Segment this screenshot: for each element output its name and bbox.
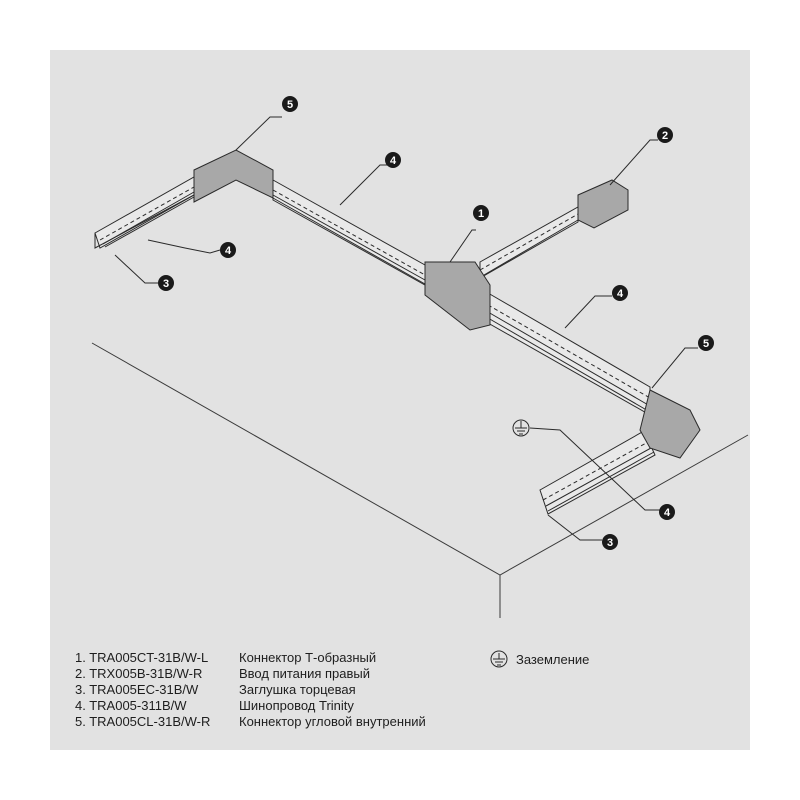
track-segment-long [487, 292, 651, 416]
legend-item: 4. TRA005-311B/W Шинопровод Trinity [75, 698, 426, 714]
ground-legend: Заземление [490, 650, 589, 668]
callout-markers: 5 4 1 2 4 3 4 5 4 3 [158, 96, 714, 550]
svg-text:4: 4 [664, 507, 671, 519]
callout-2: 2 [657, 127, 673, 143]
svg-text:4: 4 [390, 155, 397, 167]
svg-text:4: 4 [617, 288, 624, 300]
svg-text:5: 5 [287, 99, 293, 111]
diagram-panel: 5 4 1 2 4 3 4 5 4 3 1. TRA005CT-31B/W-L … [50, 50, 750, 750]
track-segment-left [94, 176, 195, 249]
legend-code: 4. TRA005-311B/W [75, 698, 187, 713]
corner-connector-right [639, 389, 701, 459]
legend-name: Коннектор угловой внутренний [239, 714, 426, 729]
svg-text:3: 3 [163, 278, 169, 290]
legend-code: 1. TRA005CT-31B/W-L [75, 650, 209, 665]
svg-text:1: 1 [478, 208, 484, 220]
svg-text:2: 2 [662, 130, 668, 142]
ground-icon [512, 419, 530, 437]
track-segment-right-upper [479, 206, 579, 279]
svg-text:3: 3 [607, 537, 613, 549]
legend-name: Коннектор Т-образный [239, 650, 377, 665]
legend-code: 3. TRA005EC-31B/W [75, 682, 199, 697]
legend-item: 3. TRA005EC-31B/W Заглушка торцевая [75, 682, 426, 698]
svg-text:5: 5 [703, 338, 709, 350]
ground-label: Заземление [516, 651, 590, 667]
callout-4-top: 4 [385, 152, 401, 168]
track-segments [94, 176, 656, 515]
legend-item: 1. TRA005CT-31B/W-L Коннектор Т-образный [75, 650, 426, 666]
ground-icon [490, 650, 508, 668]
callout-4-lower: 4 [659, 504, 675, 520]
svg-text:4: 4 [225, 245, 232, 257]
callout-5-top: 5 [282, 96, 298, 112]
callout-3-lower: 3 [602, 534, 618, 550]
parts-legend: 1. TRA005CT-31B/W-L Коннектор Т-образный… [75, 650, 426, 730]
track-system-diagram: 5 4 1 2 4 3 4 5 4 3 [91, 96, 749, 618]
legend-name: Ввод питания правый [239, 666, 371, 681]
legend-name: Шинопровод Trinity [239, 698, 354, 713]
legend-code: 2. TRX005B-31B/W-R [75, 666, 203, 681]
power-feed [577, 179, 629, 229]
legend-item: 5. TRA005CL-31B/W-R Коннектор угловой вн… [75, 714, 426, 730]
t-connector [424, 261, 491, 331]
callout-5-right: 5 [698, 335, 714, 351]
legend-item: 2. TRX005B-31B/W-R Ввод питания правый [75, 666, 426, 682]
ceiling-plane [91, 342, 749, 618]
connectors [193, 149, 701, 459]
callout-3-left: 3 [158, 275, 174, 291]
callout-4-left: 4 [220, 242, 236, 258]
legend-code: 5. TRA005CL-31B/W-R [75, 714, 211, 729]
legend-name: Заглушка торцевая [239, 682, 356, 697]
callout-1: 1 [473, 205, 489, 221]
corner-connector-left [193, 149, 274, 203]
leader-lines [114, 116, 698, 541]
track-segment-lower [539, 430, 656, 515]
callout-4-mid: 4 [612, 285, 628, 301]
